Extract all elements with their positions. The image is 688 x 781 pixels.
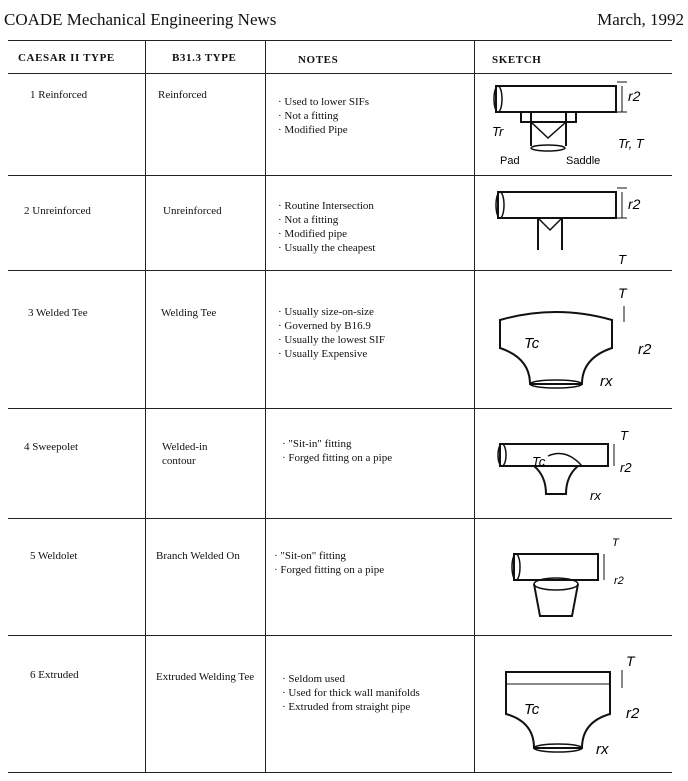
row-divider <box>8 270 672 271</box>
column-header-b313: B31.3 TYPE <box>172 52 237 64</box>
row-divider <box>8 518 672 519</box>
newsletter-title: COADE Mechanical Engineering News <box>4 10 277 29</box>
t-label: T <box>620 428 629 443</box>
note-item: "Sit-on" fitting <box>274 549 384 563</box>
row-divider <box>8 635 672 636</box>
b313-type-cell: Branch Welded On <box>156 550 240 562</box>
note-item: Forged fitting on a pipe <box>282 451 392 465</box>
page-header: COADE Mechanical Engineering News March,… <box>4 10 684 32</box>
notes-list: Seldom used Used for thick wall manifold… <box>282 672 420 714</box>
r2-label: r2 <box>614 575 624 587</box>
reinforced-tee-sketch: r2 Tr Pad Saddle Tr, T <box>492 81 645 167</box>
saddle-label: Saddle <box>566 155 600 167</box>
caesar-type-cell: 2 Unreinforced <box>24 205 91 217</box>
column-divider <box>474 40 475 772</box>
row-divider <box>8 175 672 176</box>
table-bottom-rule <box>8 772 672 773</box>
row-divider <box>8 408 672 409</box>
tc-label: Tc <box>524 701 540 718</box>
notes-list: Routine Intersection Not a fitting Modif… <box>278 199 375 255</box>
note-item: Extruded from straight pipe <box>282 700 420 714</box>
note-item: Routine Intersection <box>278 199 375 213</box>
table-top-rule <box>8 40 672 41</box>
tr-label: Tr <box>492 124 504 139</box>
sweepolet-sketch: T Tc r2 rx <box>497 428 632 503</box>
note-item: Forged fitting on a pipe <box>274 563 384 577</box>
caesar-type-cell: 6 Extruded <box>30 669 79 681</box>
weldolet-sketch: T r2 <box>511 537 624 617</box>
note-item: Not a fitting <box>278 109 369 123</box>
note-item: Usually the lowest SIF <box>278 333 385 347</box>
note-item: Modified Pipe <box>278 123 369 137</box>
note-item: Used to lower SIFs <box>278 95 369 109</box>
column-header-notes: NOTES <box>298 54 339 66</box>
rx-label: rx <box>596 741 609 758</box>
note-item: Usually the cheapest <box>278 241 375 255</box>
caesar-type-cell: 4 Sweepolet <box>24 441 79 453</box>
tc-label: Tc <box>532 454 546 469</box>
note-item: Usually size-on-size <box>278 305 385 319</box>
welding-tee-sketch: T Tc r2 rx <box>499 285 652 390</box>
t-label: T <box>612 537 620 549</box>
t-label: T <box>618 285 628 301</box>
t-label: T <box>626 653 636 669</box>
issue-date: March, 1992 <box>597 10 684 29</box>
column-divider <box>265 40 266 772</box>
b313-type-cell: Welding Tee <box>161 307 217 319</box>
note-item: Governed by B16.9 <box>278 319 385 333</box>
caesar-type-cell: 5 Weldolet <box>30 550 78 562</box>
rx-label: rx <box>590 488 601 503</box>
note-item: Usually Expensive <box>278 347 385 361</box>
column-header-caesar: CAESAR II TYPE <box>18 52 115 64</box>
extruded-tee-sketch: T Tc r2 rx <box>505 653 640 758</box>
caesar-type-cell: 1 Reinforced <box>30 89 88 101</box>
r2-label: r2 <box>628 196 641 212</box>
notes-list: Usually size-on-size Governed by B16.9 U… <box>278 305 385 361</box>
note-item: Not a fitting <box>278 213 375 227</box>
notes-list: "Sit-in" fitting Forged fitting on a pip… <box>282 437 392 465</box>
r2-label: r2 <box>620 460 632 475</box>
r2-label: r2 <box>638 341 652 358</box>
b313-type-cell: Reinforced <box>158 89 207 101</box>
note-item: "Sit-in" fitting <box>282 437 392 451</box>
column-header-sketch: SKETCH <box>492 54 542 66</box>
unreinforced-tee-sketch: r2 T <box>495 187 641 267</box>
notes-list: Used to lower SIFs Not a fitting Modifie… <box>278 95 369 137</box>
note-item: Seldom used <box>282 672 420 686</box>
rx-label: rx <box>600 373 613 390</box>
b313-type-cell: Welded-in contour <box>162 441 208 467</box>
tr-t-label: Tr, T <box>618 136 645 151</box>
b313-type-cell: Unreinforced <box>163 205 222 217</box>
column-divider <box>145 40 146 772</box>
r2-label: r2 <box>628 88 641 104</box>
t-label: T <box>618 252 627 267</box>
r2-label: r2 <box>626 705 640 722</box>
b313-type-cell: Extruded Welding Tee <box>156 671 255 683</box>
notes-list: "Sit-on" fitting Forged fitting on a pip… <box>274 549 384 577</box>
note-item: Modified pipe <box>278 227 375 241</box>
tc-label: Tc <box>524 335 540 352</box>
header-bottom-rule <box>8 73 672 74</box>
pad-label: Pad <box>500 155 520 167</box>
note-item: Used for thick wall manifolds <box>282 686 419 700</box>
caesar-type-cell: 3 Welded Tee <box>28 307 88 319</box>
